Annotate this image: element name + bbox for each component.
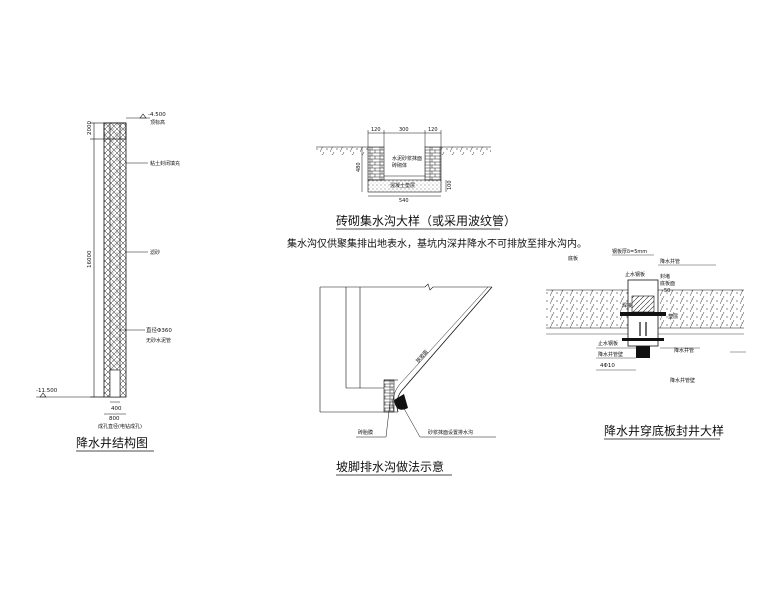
label-well: 降水井管 (674, 347, 694, 354)
label-pipe: 无砂水泥管 (146, 337, 171, 344)
label-hole: 成孔直径(电钻成孔) (98, 423, 142, 430)
brick-wall-left (367, 146, 385, 181)
dim-top-2: 300 (399, 127, 409, 133)
dim-total: 16000 (87, 250, 93, 268)
elev-bottom: -11.500 (36, 388, 58, 394)
label-top-note: 钢板厚δ=5mm (612, 248, 647, 255)
dim-top: 2000 (87, 121, 93, 135)
dim-hole-width: 800 (109, 416, 120, 422)
dim-pipe-width: 400 (111, 406, 122, 412)
label-right-2: 底板面 (660, 280, 675, 287)
brick-trench-title: 砖砌集水沟大样（或采用波纹管） (336, 213, 516, 228)
seal-detail-diagram: 底板 钢板厚δ=5mm 降水井管 止水钢板 封堵 底板面 50 焊接 垫层 止水… (546, 248, 746, 440)
ground-left (316, 147, 368, 155)
label-base: 混凝土垫层 (390, 182, 415, 189)
elev-top: -4.500 (148, 112, 166, 118)
label-clay: 粘土封闭填充 (150, 160, 180, 167)
dim-total: 540 (399, 198, 409, 204)
steel-plate (620, 312, 666, 316)
label-gravel: 滤砂 (150, 249, 160, 256)
dim-top-3: 120 (428, 127, 438, 133)
brick-wall-right (424, 146, 442, 181)
label-pipe: 降水井管 (660, 258, 680, 265)
well-structure-title: 降水井结构图 (76, 435, 148, 450)
label-top-right: 顶标高 (150, 119, 165, 126)
brick-trench-diagram: 120 300 120 水泥砂浆抹面 砖砌体 混凝土垫层 480 100 540… (316, 127, 516, 230)
well-pipe (109, 122, 121, 398)
label-brick: 砖胎膜 (358, 429, 373, 436)
label-inner-1: 水泥砂浆抹面 (392, 155, 422, 162)
label-pipe-dia: 直径Φ360 (146, 326, 172, 334)
label-right-3: 垫层 (668, 313, 678, 320)
pipe-bottom (636, 346, 650, 358)
label-drain: 砂浆抹面设置排水沟 (428, 429, 473, 436)
label-bottom-caption: 降水井管壁 (670, 377, 695, 384)
label-rebar: 4Φ10 (600, 363, 615, 369)
label-steel-plate: 止水钢板 (625, 271, 645, 278)
trench-base (367, 179, 442, 193)
seal-plug (631, 295, 655, 313)
bottom-plate (622, 338, 664, 341)
drainage-note: 集水沟仅供聚集排出地表水，基坑内深井降水不可排放至排水沟内。 (287, 237, 587, 250)
dim-top-1: 120 (371, 127, 381, 133)
label-base-slab: 底板 (568, 255, 578, 262)
label-bottom-left-1: 止水钢板 (598, 340, 618, 347)
slope-drain-title: 坡脚排水沟做法示意 (336, 459, 444, 474)
label-weld: 焊接 (622, 302, 632, 309)
label-bottom-note: 降水井管壁 (598, 351, 623, 358)
brick-form (383, 379, 395, 413)
drain-channel (394, 394, 408, 410)
label-slope: 放坡面 (414, 348, 429, 364)
seal-detail-title: 降水井穿底板封井大样 (604, 423, 724, 438)
well-sump (109, 369, 121, 398)
label-inner-2: 砖砌体 (392, 162, 407, 169)
label-right-1: 封堵 (660, 273, 670, 280)
slope-drain-diagram: 放坡面 砖胎膜 砂浆抹面设置排水沟 坡脚排水沟做法示意 (319, 283, 496, 476)
ground-right (441, 147, 491, 155)
dim-height: 480 (356, 162, 362, 172)
dim-bottom: 100 (447, 180, 453, 190)
well-structure-diagram: 2000 16000 -4.500 顶标高 粘土封闭填充 滤砂 直径Φ360 无… (36, 112, 180, 452)
